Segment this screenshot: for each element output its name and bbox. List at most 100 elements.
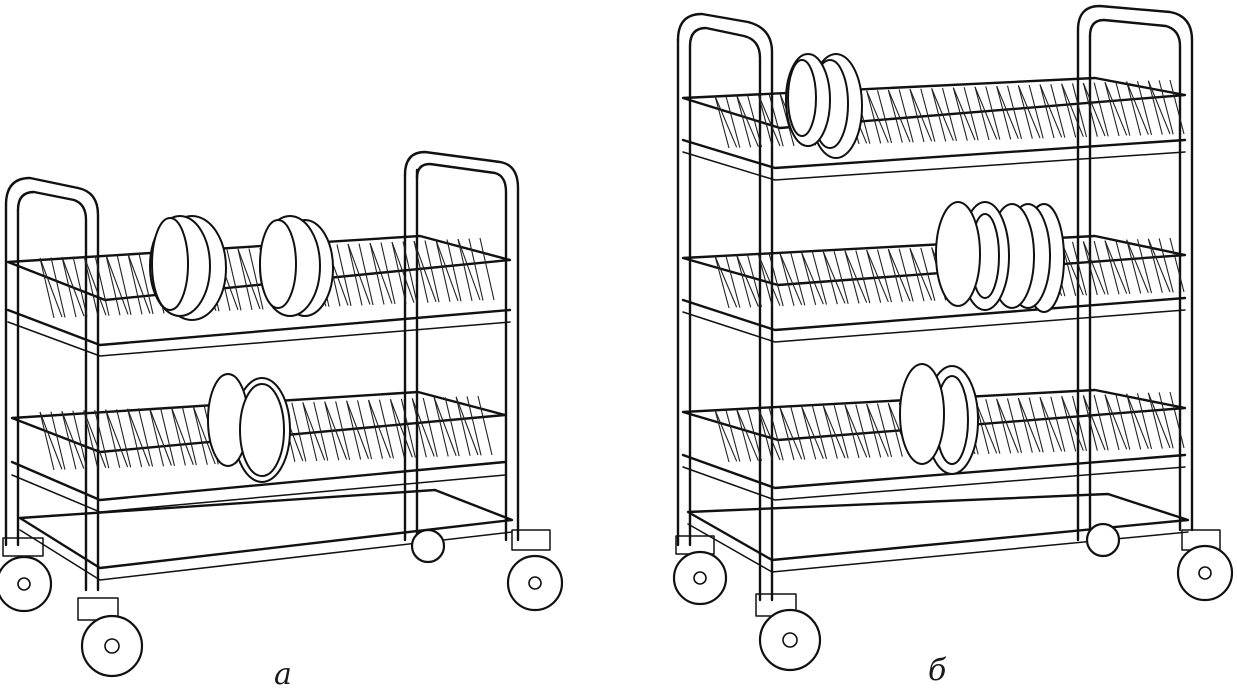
basket-wire	[389, 399, 405, 459]
basket-wire	[138, 253, 154, 315]
basket-wire	[455, 396, 479, 456]
basket-wire	[1028, 397, 1044, 453]
basket-wire	[1082, 241, 1098, 296]
basket-wire	[714, 255, 730, 309]
basket-wire	[1082, 82, 1106, 137]
basket-wire	[1104, 394, 1120, 451]
basket-wire	[1039, 84, 1063, 138]
basket-wire	[72, 256, 88, 317]
basket-wire	[757, 408, 773, 461]
basket-wire	[920, 247, 936, 301]
basket-wire	[61, 411, 77, 470]
basket-wire	[192, 406, 208, 465]
basket-wire	[1126, 239, 1142, 294]
basket-wire	[1147, 80, 1171, 135]
basket-wire	[931, 88, 954, 141]
basket-wire	[736, 95, 759, 147]
basket-wire	[1071, 83, 1088, 138]
basket-wire	[1126, 393, 1149, 449]
basket-wire	[974, 86, 990, 141]
basket-wire	[291, 402, 307, 462]
basket-wire	[1104, 82, 1120, 137]
basket-wire	[1136, 239, 1153, 294]
basket-wire	[768, 93, 784, 147]
caster-wheel	[0, 537, 53, 613]
basket-wire	[248, 248, 264, 310]
basket-wire	[1082, 82, 1098, 137]
basket-wire	[887, 403, 903, 457]
basket-wire	[941, 87, 958, 142]
caption-b: б	[928, 653, 947, 688]
basket-wire	[1126, 81, 1149, 135]
basket-wire	[1147, 80, 1163, 135]
basket-wire	[757, 254, 773, 307]
basket-wire	[779, 407, 803, 460]
basket-wire	[952, 87, 976, 141]
basket-wire	[1082, 395, 1098, 451]
basket-wire	[844, 250, 868, 303]
basket-wire	[1147, 392, 1163, 449]
basket-wire	[790, 406, 806, 460]
basket-wire	[833, 251, 849, 304]
basket-wire	[127, 253, 143, 315]
basket-wire	[855, 404, 871, 458]
basket-wire	[192, 406, 216, 465]
basket-wire	[127, 408, 151, 467]
basket-wire	[736, 409, 752, 462]
basket-wire	[768, 407, 784, 461]
basket-wire	[181, 406, 197, 466]
basket-wire	[1039, 396, 1063, 452]
basket-wire	[1093, 394, 1109, 451]
basket-wire	[457, 238, 473, 302]
basket-wire	[1061, 396, 1077, 452]
basket-wire	[952, 87, 968, 141]
basket-wire	[963, 87, 979, 141]
caster-wheel	[1176, 529, 1234, 602]
basket-wire	[801, 406, 824, 459]
basket-wire	[1017, 85, 1033, 139]
basket-wire	[1017, 397, 1033, 453]
trolley-a	[0, 150, 564, 678]
basket-wire	[876, 403, 893, 458]
basket-wire	[61, 411, 85, 469]
basket-wire	[39, 257, 63, 318]
basket-wire	[866, 249, 889, 303]
basket-wire	[746, 408, 763, 462]
basket-wire	[413, 240, 437, 302]
basket-wire	[725, 409, 741, 462]
basket-wire	[1158, 392, 1174, 449]
basket-wire	[346, 400, 362, 460]
basket-wire	[237, 248, 261, 310]
basket-wire	[324, 401, 348, 460]
basket-wire	[170, 407, 194, 465]
basket-wire	[790, 252, 806, 306]
basket-wire	[909, 89, 925, 143]
basket-wire	[779, 407, 795, 461]
basket-wire	[768, 253, 784, 307]
basket-wire	[94, 255, 110, 316]
basket-wire	[324, 401, 340, 461]
plate-stack	[785, 53, 863, 159]
basket-wire	[746, 254, 763, 307]
basket-wire	[822, 405, 846, 459]
basket-wire	[920, 88, 936, 142]
basket-wire	[435, 239, 451, 302]
caster-wheel	[755, 593, 822, 672]
basket-wire	[237, 248, 253, 311]
basket-wire	[302, 402, 326, 461]
basket-wire	[757, 408, 781, 461]
basket-wire	[866, 90, 882, 144]
basket-wire	[468, 238, 484, 301]
basket-wire	[757, 254, 781, 306]
plate-stack	[207, 373, 291, 483]
basket-wire	[779, 93, 795, 147]
basket-wire	[1169, 79, 1185, 135]
basket-wire	[1169, 391, 1185, 449]
trolley-b	[672, 4, 1234, 672]
basket-wire	[1017, 85, 1041, 139]
basket-wire	[1115, 240, 1131, 295]
basket-wire	[61, 256, 85, 317]
basket-wire	[1104, 82, 1128, 136]
basket-wire	[725, 255, 741, 308]
